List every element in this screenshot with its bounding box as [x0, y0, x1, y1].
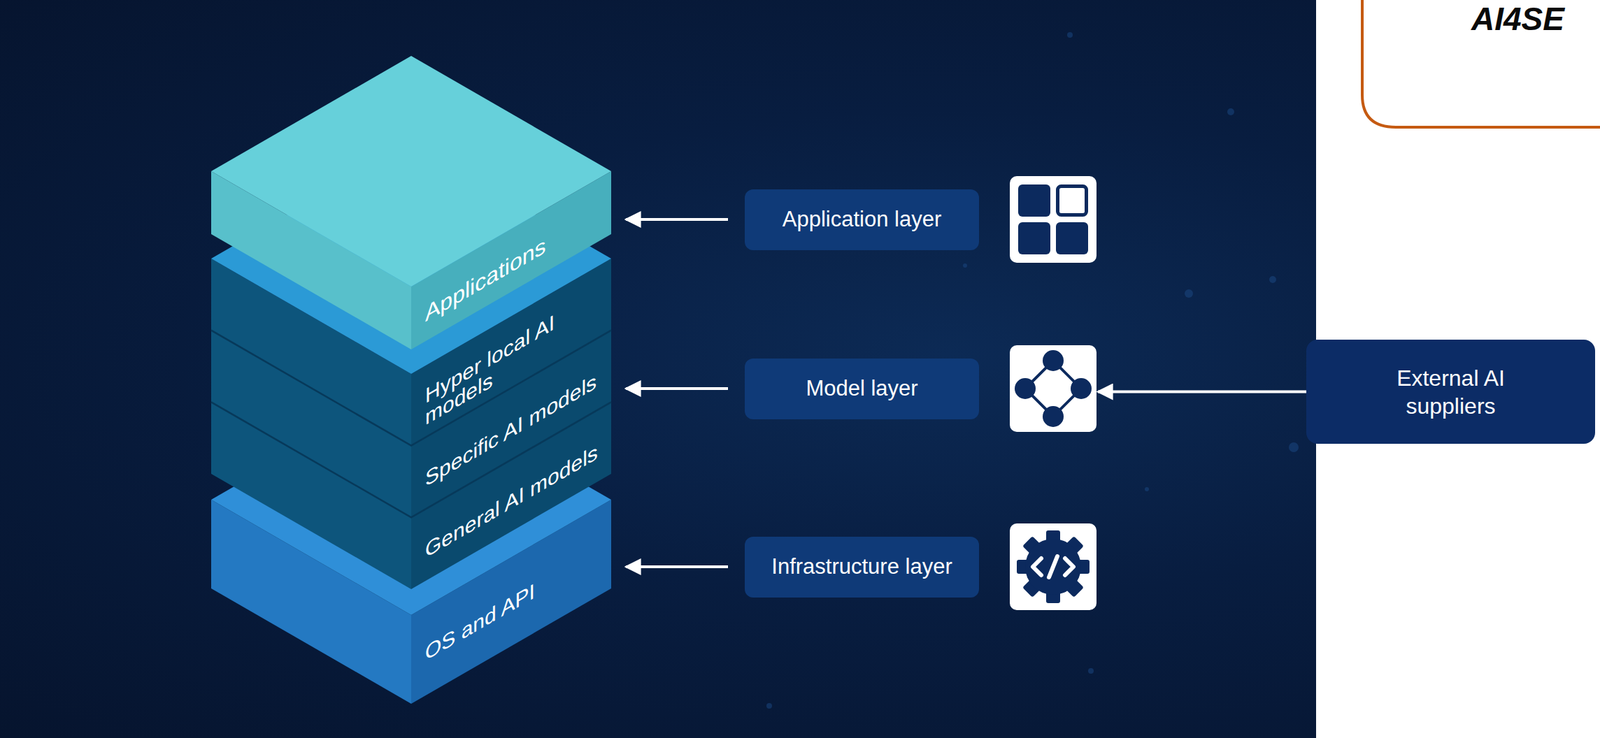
- arrow-connector: [625, 218, 728, 221]
- layer-pill: Application layer: [744, 189, 980, 251]
- layer-callout: Infrastructure layer: [744, 523, 1097, 611]
- arrow-connector: [1097, 390, 1307, 394]
- arrow-connector: [625, 565, 728, 569]
- corner-label: AI4SE: [1471, 0, 1565, 38]
- box-text: External AI suppliers: [1370, 364, 1532, 421]
- grid-icon: [1009, 176, 1097, 263]
- dark-background: [0, 0, 1317, 738]
- supplier-box: External AI suppliers: [1306, 339, 1596, 445]
- orange-bracket: [1362, 0, 1600, 128]
- applications-block: [211, 55, 612, 350]
- model-sublayer: General AI models: [419, 417, 605, 584]
- arrow-connector: [625, 387, 728, 391]
- gear-icon: [1009, 523, 1097, 611]
- layer-title: Model layer: [805, 376, 918, 402]
- layer-divider: [211, 402, 612, 518]
- layer-label: OS and API: [425, 579, 535, 666]
- layer-pill: Model layer: [744, 358, 980, 420]
- network-icon: [1009, 345, 1097, 433]
- top-face: [211, 55, 612, 287]
- layer-title: Application layer: [782, 206, 942, 233]
- layer-label: Applications: [425, 233, 547, 327]
- layer-title: Infrastructure layer: [771, 554, 952, 580]
- layer-callout: Model layer: [744, 345, 1097, 433]
- layer-callout: Application layer: [744, 176, 1097, 263]
- applications-layer: Applications: [419, 185, 605, 345]
- layer-pill: Infrastructure layer: [744, 537, 980, 598]
